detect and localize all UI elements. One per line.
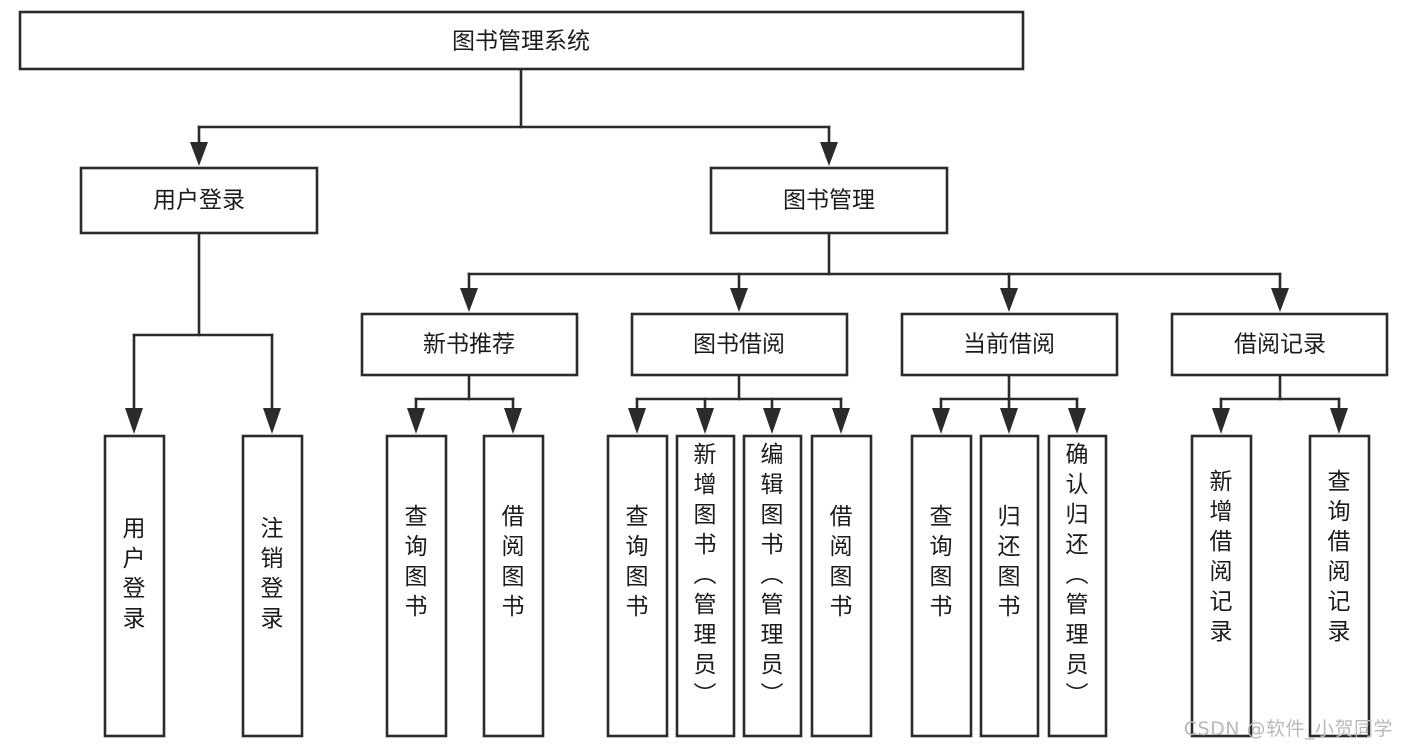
node-leaf-query-borrow-record-box[interactable] — [1308, 434, 1371, 738]
node-user-login[interactable]: 用户登录 — [79, 166, 319, 235]
node-leaf-user-login-box[interactable] — [103, 434, 166, 738]
arrowhead-user-login — [190, 142, 208, 166]
node-leaf-add-borrow-record-label: 新增借阅记录 — [1210, 469, 1233, 645]
node-leaf-confirm-return-box[interactable] — [1047, 434, 1108, 738]
node-current-borrow-box[interactable] — [900, 312, 1119, 377]
node-leaf-borrow-book-2-box[interactable] — [810, 434, 873, 738]
node-leaf-edit-book-label: 编辑图书︵管理员︶ — [761, 442, 784, 708]
node-leaf-add-borrow-record-box[interactable] — [1190, 434, 1253, 738]
node-leaf-query-book-2-box[interactable] — [606, 434, 669, 738]
node-leaf-edit-book-box[interactable] — [742, 434, 803, 738]
node-leaf-add-book-label: 新增图书︵管理员︶ — [694, 442, 717, 708]
node-leaf-logout-login-box[interactable] — [241, 434, 304, 738]
node-user-login-box[interactable] — [79, 166, 319, 235]
node-leaf-borrow-book-1-label: 借阅图书 — [502, 504, 525, 620]
arrowhead-leaf-query-book-2 — [628, 408, 646, 434]
arrowhead-book-borrow — [730, 288, 748, 312]
node-current-borrow[interactable]: 当前借阅 — [900, 312, 1119, 377]
node-leaf-query-book-1-box[interactable] — [385, 434, 448, 738]
connector-group-root — [190, 68, 838, 166]
arrowhead-leaf-query-book-3 — [932, 408, 950, 434]
node-leaf-query-book-3-label: 查询图书 — [930, 504, 953, 620]
connector-group-current-borrow — [932, 373, 1086, 434]
csdn-watermark: CSDN @软件_小贺同学 — [1183, 718, 1393, 740]
node-leaf-confirm-return[interactable]: 确认归还︵管理员︶ — [1047, 434, 1108, 738]
node-book-borrow[interactable]: 图书借阅 — [630, 312, 849, 377]
node-leaf-query-borrow-record-label: 查询借阅记录 — [1328, 469, 1351, 645]
arrowhead-leaf-query-borrow-record — [1330, 408, 1348, 434]
arrowhead-book-management — [820, 142, 838, 166]
arrowhead-new-book-recommend — [460, 288, 478, 312]
node-leaf-borrow-book-1[interactable]: 借阅图书 — [482, 434, 545, 738]
node-leaf-add-book[interactable]: 新增图书︵管理员︶ — [675, 434, 736, 738]
node-user-login-label: 用户登录 — [153, 188, 245, 214]
node-leaf-edit-book[interactable]: 编辑图书︵管理员︶ — [742, 434, 803, 738]
connector-group-borrow-record — [1212, 373, 1348, 434]
node-leaf-query-borrow-record[interactable]: 查询借阅记录 — [1308, 434, 1371, 738]
node-leaf-borrow-book-1-box[interactable] — [482, 434, 545, 738]
node-root[interactable]: 图书管理系统 — [18, 10, 1025, 71]
node-leaf-query-book-2-label: 查询图书 — [626, 504, 649, 620]
node-leaf-confirm-return-label: 确认归还︵管理员︶ — [1066, 442, 1089, 708]
node-leaf-borrow-book-2-label: 借阅图书 — [830, 504, 853, 620]
arrowhead-leaf-user-login — [125, 408, 143, 434]
node-new-book-recommend-box[interactable] — [360, 312, 579, 377]
arrowhead-leaf-query-book-1 — [407, 408, 425, 434]
node-leaf-borrow-book-2[interactable]: 借阅图书 — [810, 434, 873, 738]
arrowhead-leaf-confirm-return — [1068, 408, 1086, 434]
arrowhead-leaf-logout-login — [263, 408, 281, 434]
node-borrow-record[interactable]: 借阅记录 — [1170, 312, 1389, 377]
arrowhead-leaf-return-book — [1000, 408, 1018, 434]
node-leaf-query-book-3-box[interactable] — [910, 434, 973, 738]
node-leaf-user-login[interactable]: 用户登录 — [103, 434, 166, 738]
connector-group-new-book-recommend — [407, 373, 522, 434]
node-leaf-add-book-box[interactable] — [675, 434, 736, 738]
node-root-label: 图书管理系统 — [452, 29, 590, 55]
node-leaf-query-book-1-label: 查询图书 — [405, 504, 428, 620]
arrowhead-leaf-borrow-book-1 — [504, 408, 522, 434]
node-current-borrow-label: 当前借阅 — [963, 332, 1055, 358]
arrowhead-leaf-add-borrow-record — [1212, 408, 1230, 434]
node-leaf-return-book-label: 归还图书 — [998, 504, 1021, 620]
node-book-management-label: 图书管理 — [783, 188, 875, 214]
node-book-management-box[interactable] — [709, 166, 949, 235]
connector-group-book-borrow — [628, 373, 850, 434]
node-book-borrow-label: 图书借阅 — [693, 332, 785, 358]
arrowhead-leaf-add-book — [696, 408, 714, 434]
node-leaf-logout-login-label: 注销登录 — [261, 516, 284, 632]
node-book-borrow-box[interactable] — [630, 312, 849, 377]
node-leaf-logout-login[interactable]: 注销登录 — [241, 434, 304, 738]
node-leaf-return-book-box[interactable] — [979, 434, 1040, 738]
node-leaf-query-book-2[interactable]: 查询图书 — [606, 434, 669, 738]
connector-group-user-login — [125, 231, 281, 434]
node-leaf-query-book-1[interactable]: 查询图书 — [385, 434, 448, 738]
node-new-book-recommend[interactable]: 新书推荐 — [360, 312, 579, 377]
node-leaf-user-login-label: 用户登录 — [123, 516, 146, 632]
connector-group-book-management — [460, 231, 1289, 312]
node-root-box[interactable] — [18, 10, 1025, 71]
arrowhead-current-borrow — [1000, 288, 1018, 312]
node-leaf-query-book-3[interactable]: 查询图书 — [910, 434, 973, 738]
node-borrow-record-label: 借阅记录 — [1234, 332, 1326, 358]
node-leaf-add-borrow-record[interactable]: 新增借阅记录 — [1190, 434, 1253, 738]
arrowhead-borrow-record — [1271, 288, 1289, 312]
arrowhead-leaf-borrow-book-2 — [832, 408, 850, 434]
node-leaf-return-book[interactable]: 归还图书 — [979, 434, 1040, 738]
node-borrow-record-box[interactable] — [1170, 312, 1389, 377]
node-new-book-recommend-label: 新书推荐 — [423, 332, 515, 358]
node-book-management[interactable]: 图书管理 — [709, 166, 949, 235]
arrowhead-leaf-edit-book — [763, 408, 781, 434]
